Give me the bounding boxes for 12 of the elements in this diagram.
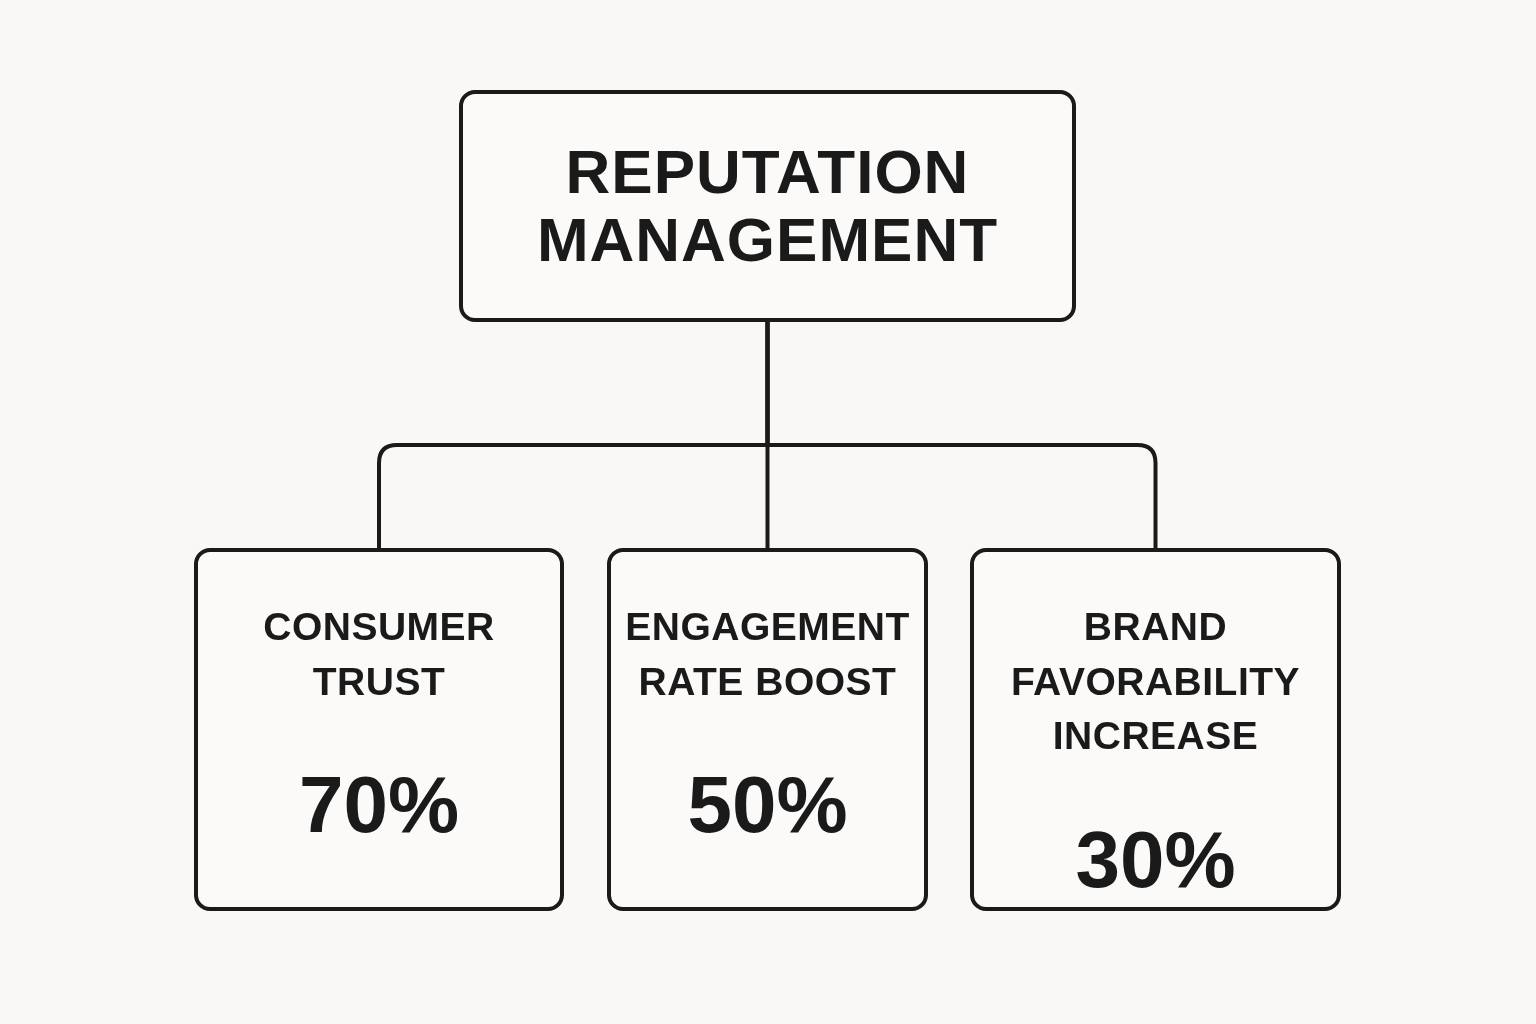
metric-value: 70% — [298, 765, 460, 846]
metric-label: BRAND FAVORABILITY INCREASE — [1009, 604, 1302, 760]
metric-card — [970, 548, 1341, 911]
title-text: REPUTATION MANAGEMENT — [535, 137, 1000, 275]
metric-label: CONSUMER TRUST — [262, 604, 496, 705]
metric-card — [607, 548, 928, 911]
connector-line — [765, 322, 1158, 548]
metric-label: ENGAGEMENT RATE BOOST — [624, 604, 911, 705]
metric-value: 30% — [1075, 819, 1236, 900]
metric-value: 50% — [687, 765, 848, 846]
root-box — [459, 90, 1076, 322]
metric-card — [194, 548, 564, 911]
